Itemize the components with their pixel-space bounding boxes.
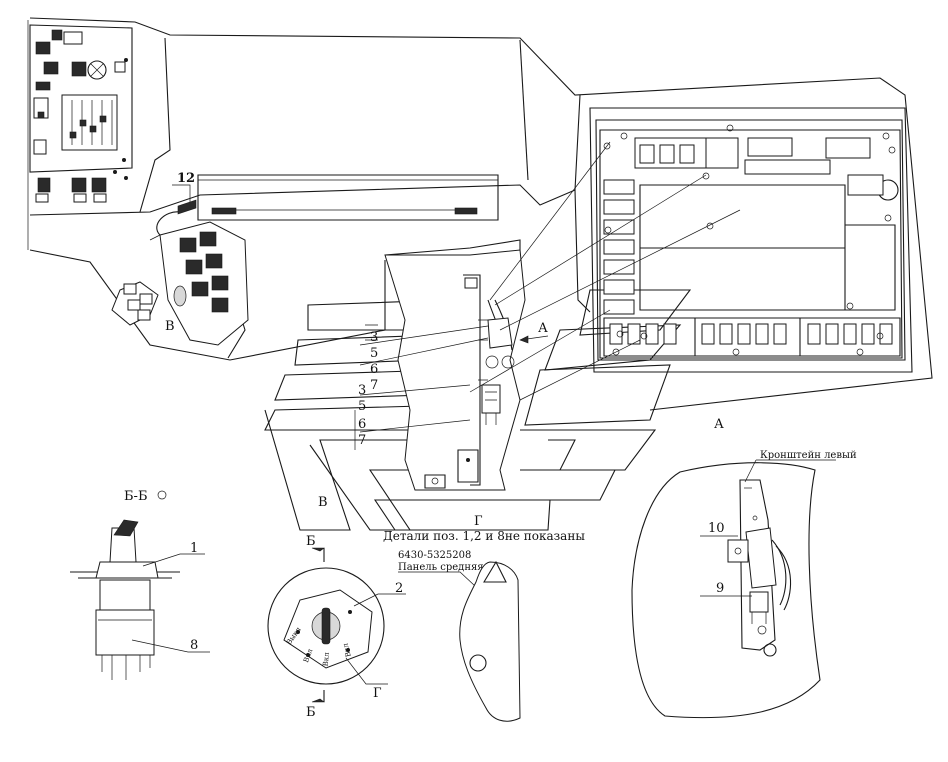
view-label-b-mid: В <box>318 495 328 510</box>
section-bb-marker <box>157 490 167 500</box>
view-a-title: А <box>714 417 724 432</box>
leader-lines <box>149 141 741 450</box>
fuse-column-left <box>603 179 635 315</box>
view-label-b-left: В <box>165 319 175 334</box>
fuse-panel-screws <box>603 124 896 356</box>
switch-position-3: Вкл <box>341 642 352 658</box>
section-bb-title: Б-Б <box>124 489 148 504</box>
fuse-panel <box>589 107 913 373</box>
callout-2: 2 <box>395 581 403 596</box>
left-instrument-cluster <box>29 24 133 203</box>
callout-10: 10 <box>708 521 725 536</box>
callout-6-upper: 6 <box>370 362 378 377</box>
view-label-g-bottom: Г <box>373 686 382 701</box>
callout-7-lower: 7 <box>358 433 366 448</box>
switch-front-view: Б Выкл Вкл Вкл Вкл Б <box>267 534 406 720</box>
switch-position-2: Вкл <box>322 652 331 667</box>
callout-5-lower: 5 <box>358 399 366 414</box>
callout-1: 1 <box>190 541 198 556</box>
central-bracket <box>384 249 526 491</box>
view-arrow-a-label: А <box>538 321 548 336</box>
switch-panel <box>111 199 249 346</box>
callout-12: 12 <box>177 171 195 186</box>
callout-7-upper: 7 <box>370 378 378 393</box>
section-mark-b-bottom: Б <box>306 705 316 720</box>
section-bb-view: Б-Б <box>70 489 210 680</box>
part-name-label: Панель средняя <box>398 562 484 573</box>
callout-5-upper: 5 <box>370 346 378 361</box>
callout-3-upper: 3 <box>370 330 378 345</box>
section-mark-b-top: Б <box>306 534 316 549</box>
callout-6-lower: 6 <box>358 417 366 432</box>
top-tray <box>197 174 499 221</box>
callout-8: 8 <box>190 638 198 653</box>
bracket-left-label: Кронштейн левый <box>760 450 857 461</box>
callout-9: 9 <box>716 581 724 596</box>
view-a-detail: А Кронштейн левый <box>631 417 857 719</box>
view-label-g-mid: Г <box>474 514 483 529</box>
view-arrow-a: А <box>519 321 549 344</box>
part-number-label: 6430-5325208 <box>398 550 471 561</box>
callout-3-lower: 3 <box>358 383 366 398</box>
note-parts-not-shown: Детали поз. 1,2 и 8не показаны <box>383 529 585 543</box>
middle-panel-part: Детали поз. 1,2 и 8не показаны 6430-5325… <box>383 529 585 722</box>
fuse-row-bottom <box>603 317 901 357</box>
